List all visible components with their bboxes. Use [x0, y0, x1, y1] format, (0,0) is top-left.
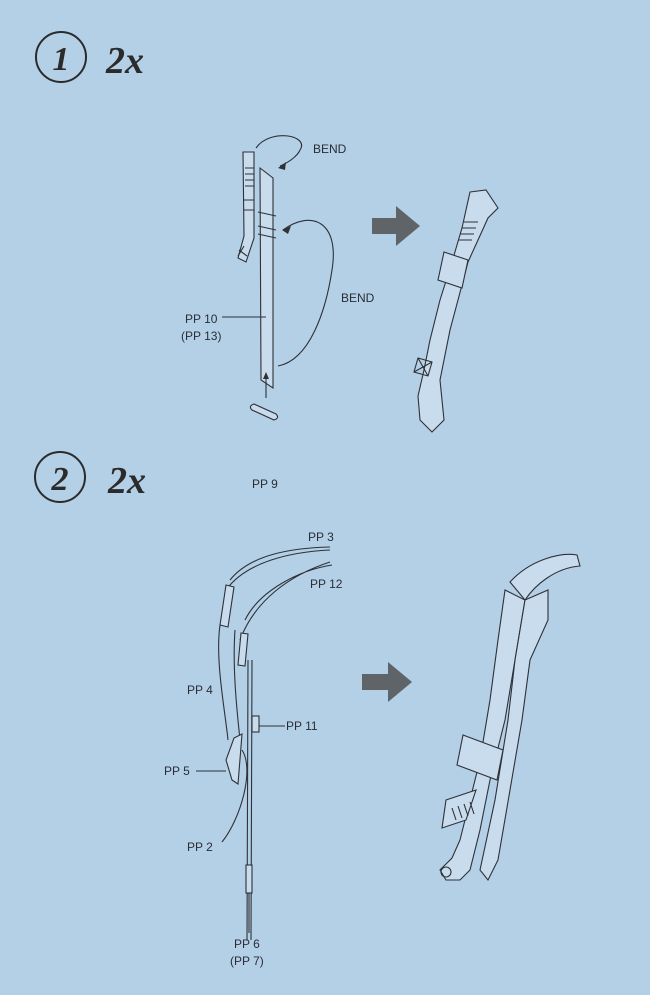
result-arrow-icon: [372, 206, 420, 246]
part-pp5: [225, 733, 243, 785]
step-2-number: 2: [51, 461, 69, 498]
step-2-exploded-view: PP 3 PP 12 PP 4 PP 11 PP 5 PP 2 PP 6 (PP…: [164, 530, 343, 968]
label-pp13: (PP 13): [181, 329, 221, 343]
label-pp2: PP 2: [187, 840, 213, 854]
buckle-bottom: [245, 864, 253, 894]
label-pp4: PP 4: [187, 683, 213, 697]
label-pp12: PP 12: [310, 577, 343, 591]
step-number-circle: [34, 451, 86, 503]
part-pp11: [251, 715, 260, 733]
label-bend-top: BEND: [313, 142, 347, 156]
result-arrow-icon: [362, 662, 412, 702]
strap-pp3: [225, 546, 331, 591]
buckle-top-left: [219, 584, 235, 628]
label-pp11: PP 11: [286, 719, 318, 733]
label-pp5: PP 5: [164, 764, 190, 778]
label-pp9: PP 9: [252, 477, 278, 491]
step-2-header: 2 2x: [34, 451, 146, 503]
step-1-number: 1: [53, 41, 70, 78]
label-pp10: PP 10: [185, 312, 218, 326]
label-bend-side: BEND: [341, 291, 375, 305]
strap-pp12: [239, 561, 333, 641]
bend-arrow-top: [255, 135, 303, 167]
bend-arrow-side: [277, 219, 334, 367]
step-number-circle: [35, 31, 87, 83]
step-1-header: 1 2x: [35, 31, 144, 83]
step-2-quantity: 2x: [107, 460, 146, 502]
insert-arrow: [263, 372, 269, 379]
buckle-top-right: [237, 632, 249, 667]
strap-pp4: [218, 624, 241, 741]
step-1-quantity: 2x: [105, 40, 144, 82]
step-2-result: [439, 553, 581, 882]
label-pp3: PP 3: [308, 530, 334, 544]
step-1-result: [413, 189, 499, 433]
step-1-exploded-view: BEND BEND PP 10 (PP 13) PP 9: [181, 135, 375, 491]
strap-pp10: [259, 166, 274, 390]
strap-pp2: [221, 749, 248, 843]
label-pp6: PP 6: [234, 937, 260, 951]
label-pp7: (PP 7): [230, 954, 264, 968]
part-pp9: [249, 403, 279, 421]
